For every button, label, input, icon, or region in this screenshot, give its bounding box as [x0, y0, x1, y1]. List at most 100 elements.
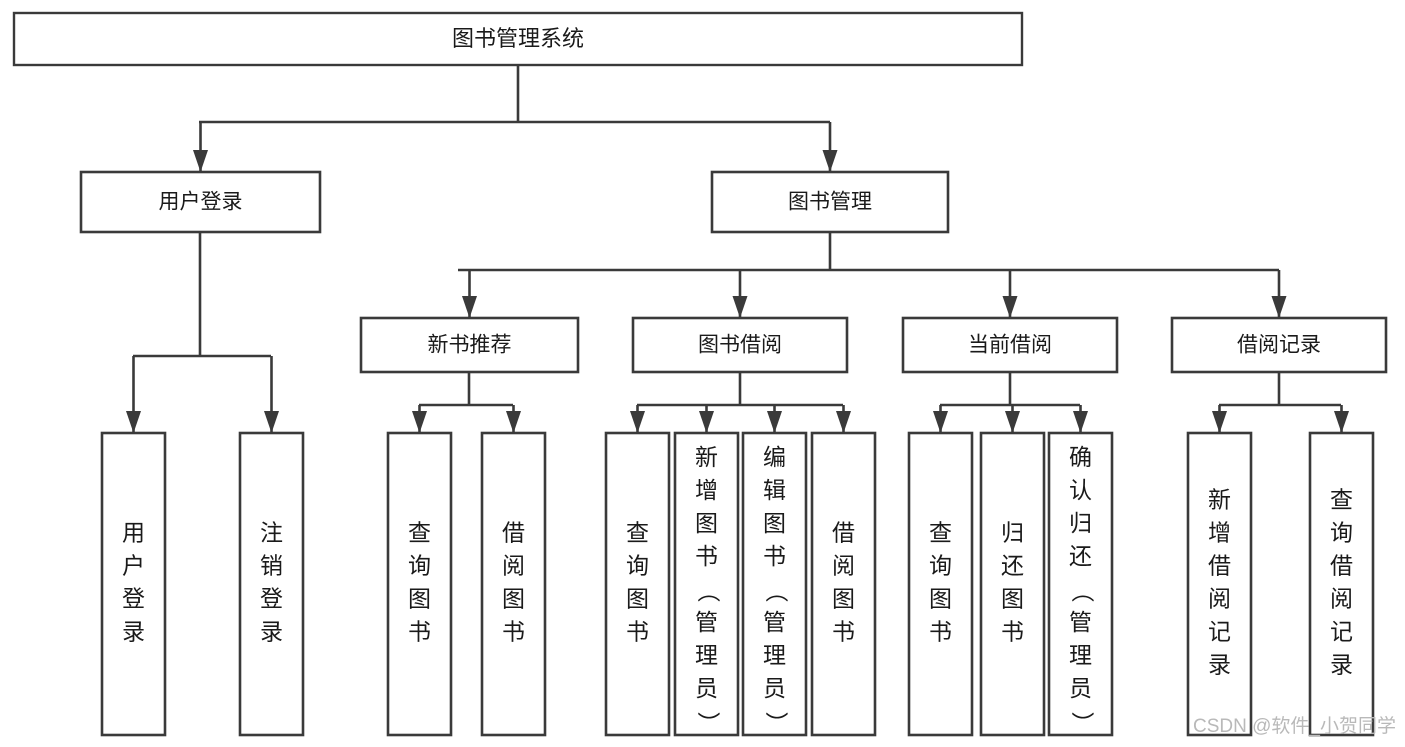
- leaf-借阅记录-新增借阅记录-char-1: 增: [1208, 520, 1231, 546]
- leaf-新书推荐-借阅图书-box[interactable]: [480, 431, 547, 737]
- node-l2-用户登录[interactable]: 用户登录: [79, 170, 322, 234]
- leaf-新书推荐-查询图书-char-1: 询: [408, 553, 431, 579]
- node-l2-图书管理-label: 图书管理: [788, 191, 872, 214]
- node-l3-当前借阅[interactable]: 当前借阅: [901, 316, 1119, 374]
- leaf-图书借阅-借阅图书-box[interactable]: [810, 431, 877, 737]
- arrow-tushuguanli-to-level3-2: [1002, 296, 1018, 318]
- arrow-xinshutuijian-leaves-0: [412, 411, 427, 433]
- node-l3-借阅记录[interactable]: 借阅记录: [1170, 316, 1388, 374]
- leaf-图书借阅-新增图书管理员-char-5: 管: [695, 609, 718, 635]
- leaf-图书借阅-新增图书管理员-char-7: 员: [695, 675, 718, 701]
- node-l3-图书借阅[interactable]: 图书借阅: [631, 316, 849, 374]
- node-root-图书管理系统-box[interactable]: [12, 11, 1024, 67]
- connector-layer: [126, 65, 1349, 433]
- leaf-图书借阅-新增图书管理员-char-0: 新: [695, 444, 718, 470]
- leaf-用户登录-注销登录-box[interactable]: [238, 431, 305, 737]
- arrow-root-to-level2-1: [822, 150, 838, 172]
- leaf-图书借阅-查询图书-box[interactable]: [604, 431, 671, 737]
- node-l3-当前借阅-label: 当前借阅: [968, 334, 1052, 357]
- arrow-tushujieyue-leaves-1: [699, 411, 714, 433]
- leaf-图书借阅-新增图书管理员-char-4: （: [695, 580, 721, 603]
- leaf-当前借阅-确认归还管理员-box[interactable]: [1047, 431, 1114, 737]
- leaf-当前借阅-查询图书-char-1: 询: [929, 553, 952, 579]
- leaf-图书借阅-新增图书管理员-char-2: 图: [695, 510, 718, 536]
- leaf-图书借阅-编辑图书管理员-char-0: 编: [763, 444, 786, 470]
- node-root-图书管理系统[interactable]: 图书管理系统: [12, 11, 1024, 67]
- leaf-新书推荐-查询图书-box[interactable]: [386, 431, 453, 737]
- leaf-图书借阅-编辑图书管理员-char-2: 图: [763, 510, 786, 536]
- leaf-当前借阅-确认归还管理员-char-7: 员: [1069, 675, 1092, 701]
- node-l3-借阅记录-box[interactable]: [1170, 316, 1388, 374]
- leaf-图书借阅-借阅图书-char-3: 书: [832, 619, 855, 645]
- leaf-用户登录-注销登录-char-3: 录: [260, 619, 283, 645]
- leaf-用户登录-用户登录-label: 用户登录: [122, 520, 145, 645]
- arrow-yonghudenglu-leaves-1: [264, 411, 279, 433]
- leaf-借阅记录-新增借阅记录-char-3: 阅: [1208, 586, 1231, 612]
- node-l3-图书借阅-label: 图书借阅: [698, 334, 782, 357]
- node-l3-新书推荐[interactable]: 新书推荐: [359, 316, 580, 374]
- leaf-图书借阅-新增图书管理员-char-1: 增: [695, 477, 718, 503]
- node-l2-图书管理[interactable]: 图书管理: [710, 170, 950, 234]
- leaf-当前借阅-归还图书-char-1: 还: [1001, 553, 1024, 579]
- leaf-用户登录-用户登录-char-0: 用: [122, 520, 145, 546]
- leaf-新书推荐-查询图书-char-0: 查: [408, 520, 431, 546]
- leaf-用户登录-注销登录-char-0: 注: [260, 520, 283, 546]
- leaf-当前借阅-确认归还管理员-char-3: 还: [1069, 543, 1092, 569]
- leaf-借阅记录-新增借阅记录-char-5: 录: [1208, 652, 1231, 678]
- leaf-用户登录-用户登录[interactable]: 用户登录: [100, 431, 167, 737]
- leaf-当前借阅-归还图书-box[interactable]: [979, 431, 1046, 737]
- leaf-借阅记录-查询借阅记录-box[interactable]: [1308, 431, 1375, 737]
- leaf-当前借阅-归还图书-char-3: 书: [1001, 619, 1024, 645]
- csdn-watermark: CSDN @软件_小贺同学: [1193, 715, 1396, 737]
- arrow-root-to-level2-0: [193, 150, 208, 172]
- leaf-图书借阅-新增图书管理员-box[interactable]: [673, 431, 740, 737]
- leaf-用户登录-用户登录-char-1: 户: [122, 553, 145, 579]
- leaf-借阅记录-新增借阅记录-box[interactable]: [1186, 431, 1253, 737]
- node-l2-图书管理-box[interactable]: [710, 170, 950, 234]
- leaf-图书借阅-新增图书管理员-char-8: ）: [695, 712, 721, 735]
- leaf-图书借阅-编辑图书管理员-char-4: （: [763, 580, 789, 603]
- leaf-用户登录-注销登录-char-2: 登: [260, 586, 283, 612]
- leaf-当前借阅-确认归还管理员-char-8: ）: [1069, 712, 1095, 735]
- arrow-tushuguanli-to-level3-0: [462, 296, 477, 318]
- leaf-图书借阅-查询图书-char-2: 图: [626, 586, 649, 612]
- leaf-新书推荐-借阅图书-char-1: 阅: [502, 553, 525, 579]
- leaf-图书借阅-查询图书-char-3: 书: [626, 619, 649, 645]
- leaf-新书推荐-查询图书-char-2: 图: [408, 586, 431, 612]
- leaf-用户登录-用户登录-char-2: 登: [122, 586, 145, 612]
- leaf-图书借阅-编辑图书管理员-box[interactable]: [741, 431, 808, 737]
- leaf-当前借阅-归还图书-char-0: 归: [1001, 520, 1024, 546]
- leaf-图书借阅-编辑图书管理员-char-7: 员: [763, 675, 786, 701]
- node-l3-图书借阅-box[interactable]: [631, 316, 849, 374]
- arrow-xinshutuijian-leaves-1: [506, 411, 521, 433]
- node-l3-当前借阅-box[interactable]: [901, 316, 1119, 374]
- leaf-当前借阅-查询图书-box[interactable]: [907, 431, 974, 737]
- node-l2-用户登录-box[interactable]: [79, 170, 322, 234]
- node-l3-新书推荐-box[interactable]: [359, 316, 580, 374]
- leaf-当前借阅-确认归还管理员-char-5: 管: [1069, 609, 1092, 635]
- leaf-用户登录-注销登录-char-1: 销: [260, 553, 283, 579]
- node-l3-借阅记录-label: 借阅记录: [1237, 334, 1321, 357]
- leaf-用户登录-用户登录-box[interactable]: [100, 431, 167, 737]
